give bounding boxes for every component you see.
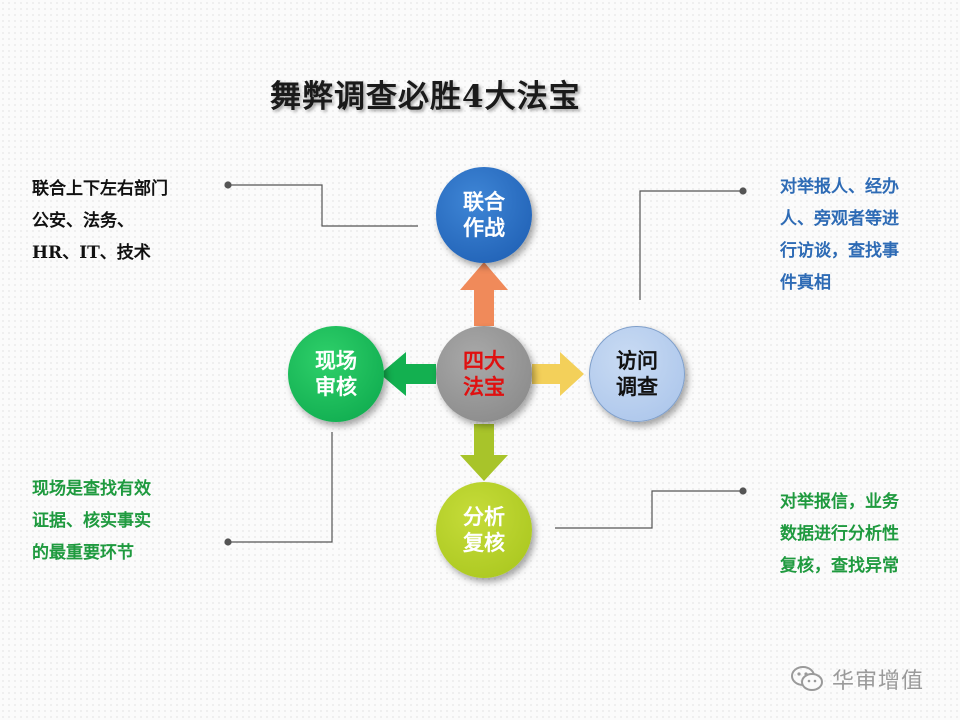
arrow-right [532, 352, 584, 396]
arrow-left [380, 352, 436, 396]
note-bottom-right: 对举报信，业务 数据进行分析性 复核，查找异常 [780, 492, 899, 576]
watermark-text: 华审增值 [832, 669, 925, 694]
arrow-down [460, 424, 508, 481]
node-interview-investigation: 访问 调查 [589, 326, 685, 422]
node-four-treasures: 四大 法宝 [436, 326, 532, 422]
node-analysis-review: 分析 复核 [436, 482, 532, 578]
arrow-up [460, 262, 508, 326]
page-title: 舞弊调查必胜4大法宝 [270, 79, 581, 115]
leader-bottom-right [555, 487, 747, 529]
leader-bottom-left [224, 432, 333, 546]
leader-top-left [224, 181, 418, 227]
wechat-icon [791, 666, 823, 691]
node-onsite-audit: 现场 审核 [288, 326, 384, 422]
leader-top-right [639, 187, 747, 300]
watermark: 华审增值 [790, 662, 950, 696]
note-top-left: 联合上下左右部门 公安、法务、 HR、IT、技术 [32, 179, 168, 263]
note-bottom-left: 现场是查找有效 证据、核实事实 的最重要环节 [32, 479, 151, 563]
node-joint-operation: 联合 作战 [436, 167, 532, 263]
note-top-right: 对举报人、经办 人、旁观者等进 行访谈，查找事 件真相 [780, 177, 899, 293]
